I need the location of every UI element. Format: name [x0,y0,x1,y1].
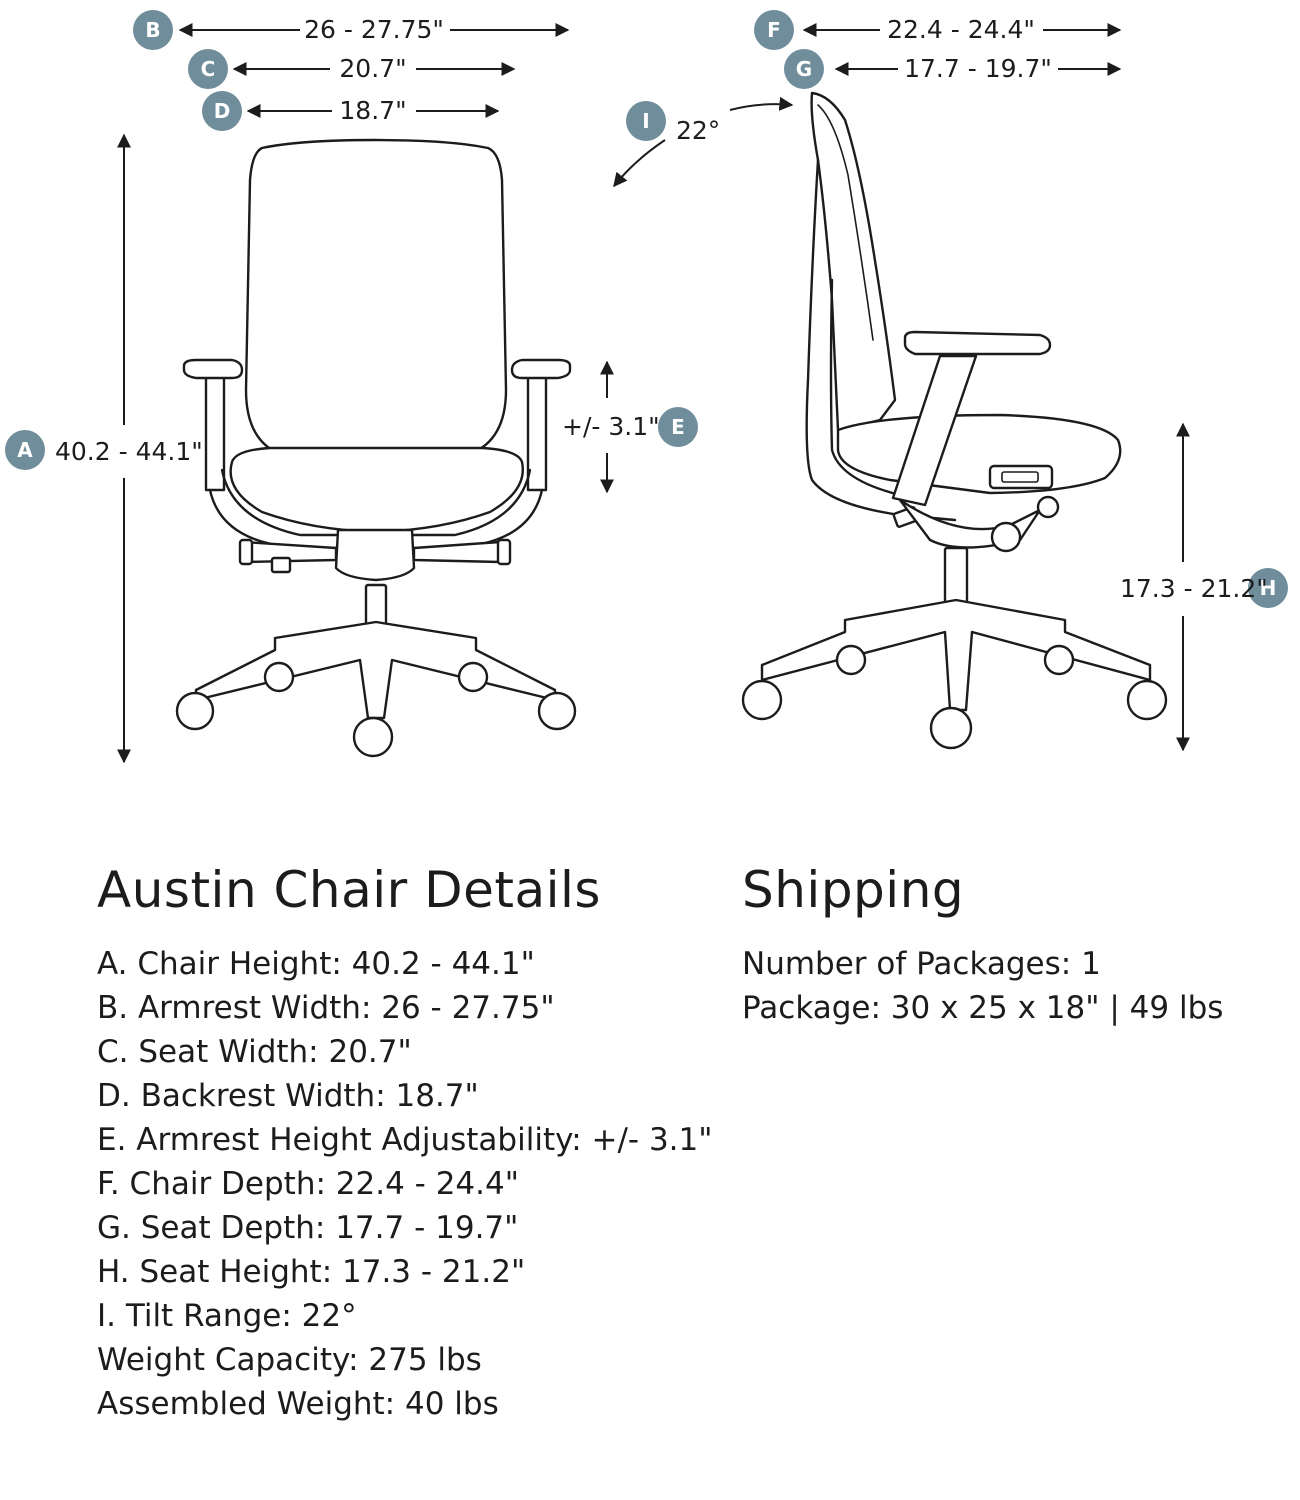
dimension-label-b: 26 - 27.75" [304,15,444,44]
detail-backrest-width: D. Backrest Width: 18.7" [97,1078,479,1114]
badge-e [658,407,698,447]
shipping-list: Number of Packages: 1 Package: 30 x 25 x… [742,942,1223,1030]
chair-side-view-illustration [741,91,1168,750]
detail-tilt-range: I. Tilt Range: 22° [97,1298,357,1334]
dimension-label-a: 40.2 - 44.1" [55,437,203,466]
detail-armrest-width: B. Armrest Width: 26 - 27.75" [97,990,555,1026]
dimension-label-c: 20.7" [339,54,406,83]
badge-letter-a: A [17,438,33,462]
dimension-label-e: +/- 3.1" [562,412,660,441]
dimension-badges [5,10,1288,608]
detail-armrest-height-adjustability: E. Armrest Height Adjustability: +/- 3.1… [97,1122,713,1158]
chair-dimension-diagram: B C D A E F G H I 26 - 27.75" 20.7" 18.7… [5,10,1288,764]
badge-letter-i: I [642,109,649,133]
badge-letter-h: H [1260,576,1277,600]
badge-letter-e: E [671,415,685,439]
dimension-label-f: 22.4 - 24.4" [887,15,1035,44]
detail-chair-height: A. Chair Height: 40.2 - 44.1" [97,946,535,982]
shipping-package-size: Package: 30 x 25 x 18" | 49 lbs [742,990,1224,1026]
dimension-lines [117,23,1190,764]
badge-f [754,10,794,50]
badge-a [5,430,45,470]
badge-b [133,10,173,50]
details-list: A. Chair Height: 40.2 - 44.1" B. Armrest… [97,942,713,1426]
detail-assembled-weight: Assembled Weight: 40 lbs [97,1386,499,1422]
detail-seat-depth: G. Seat Depth: 17.7 - 19.7" [97,1210,519,1246]
badge-g [784,49,824,89]
dimension-label-d: 18.7" [339,96,406,125]
detail-seat-height: H. Seat Height: 17.3 - 21.2" [97,1254,526,1290]
dimension-label-h: 17.3 - 21.2" [1120,574,1268,603]
dimension-label-g: 17.7 - 19.7" [904,54,1052,83]
badge-letter-d: D [214,99,231,123]
chair-front-view-illustration [175,138,577,758]
badge-c [188,49,228,89]
badge-d [202,91,242,131]
detail-seat-width: C. Seat Width: 20.7" [97,1034,412,1070]
badge-letter-g: G [796,57,812,81]
shipping-title: Shipping [742,861,965,919]
badge-i [626,101,666,141]
badge-letter-c: C [201,57,216,81]
details-title: Austin Chair Details [97,861,601,919]
badge-letter-b: B [145,18,160,42]
detail-weight-capacity: Weight Capacity: 275 lbs [97,1342,482,1378]
badge-letter-f: F [767,18,781,42]
shipping-package-count: Number of Packages: 1 [742,946,1101,982]
dimension-label-i: 22° [676,116,720,145]
badge-h [1248,568,1288,608]
detail-chair-depth: F. Chair Depth: 22.4 - 24.4" [97,1166,519,1202]
